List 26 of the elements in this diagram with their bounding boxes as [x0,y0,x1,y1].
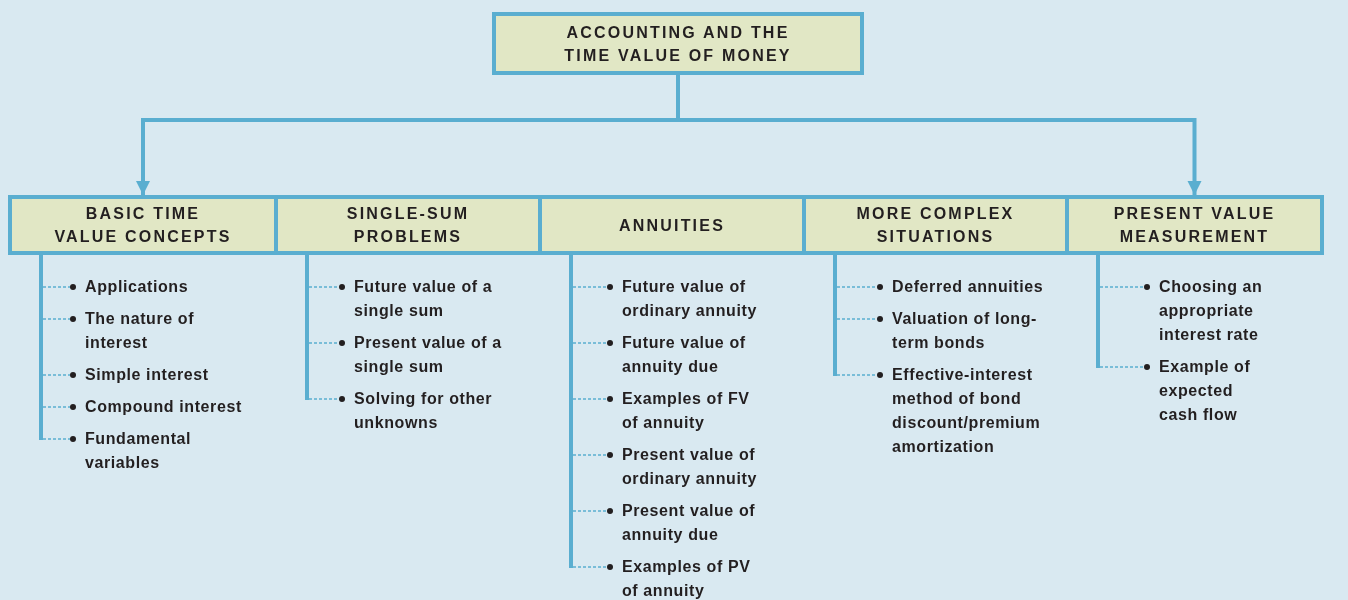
topic-text: Future value of a single sum [354,277,494,321]
topic-text: Future value of ordinary annuity [622,277,758,321]
topic-text: Present value of annuity due [622,501,757,545]
topic-text: Effective-interest method of bond discount/premium amortization [892,365,1042,457]
category-heading: SINGLE-SUM PROBLEMS [345,204,471,247]
topic-text: Future value of annuity due [622,333,747,377]
topic-text: Examples of FV of annuity [622,389,751,433]
title-text: ACCOUNTING AND THE TIME VALUE OF MONEY [563,22,793,66]
topic-text: Compound interest [85,397,242,417]
topic-text: Simple interest [85,365,209,385]
topic-text: Present value of ordinary annuity [622,445,758,489]
topic-text: The nature of interest [85,309,196,353]
topic-text: Choosing an appropriate interest rate [1159,277,1264,345]
topic-text: Valuation of long-term bonds [892,309,1038,353]
topic-text: Example of expected cash flow [1159,357,1252,425]
category-heading: BASIC TIME VALUE CONCEPTS [53,204,233,247]
category-heading: MORE COMPLEX SITUATIONS [855,204,1016,247]
category-heading: PRESENT VALUE MEASUREMENT [1112,204,1277,247]
category-heading: ANNUITIES [619,215,725,236]
topic-text: Present value of a single sum [354,333,503,377]
topic-text: Fundamental variables [85,429,193,473]
title-box [492,12,864,75]
topic-text: Applications [85,277,189,297]
topic-text: Deferred annuities [892,277,1044,297]
topic-text: Solving for other unknowns [354,389,494,433]
topic-text: Examples of PV of annuity [622,557,752,600]
